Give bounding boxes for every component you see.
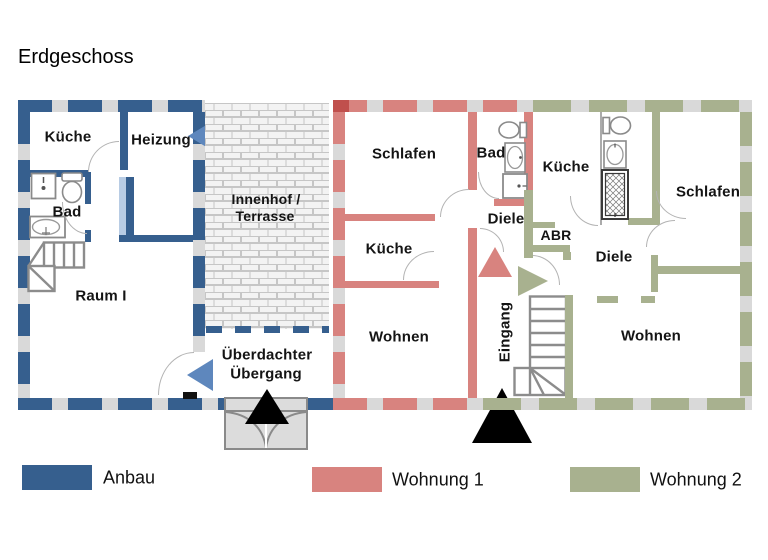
wall-segment: [333, 398, 483, 410]
bathtub-icon: [29, 215, 66, 239]
room-label-diele-w2: Diele: [595, 248, 633, 266]
wall-segment: [652, 112, 660, 218]
wall-segment: [193, 112, 205, 352]
legend-label-wohnung1: Wohnung 1: [392, 469, 484, 490]
toilet-icon: [61, 172, 83, 204]
wall-segment: [18, 100, 205, 112]
wall-segment: [120, 112, 128, 170]
passage-label-line2: Übergang: [230, 365, 302, 383]
room-label-raum1: Raum I: [75, 287, 127, 305]
wall-segment: [18, 112, 30, 410]
room-label-wohnen-w2: Wohnen: [620, 327, 682, 345]
toilet-icon: [602, 116, 632, 135]
entrance-label: Eingang: [496, 301, 514, 363]
door-arc: [570, 196, 598, 226]
wall-segment: [740, 112, 752, 398]
wall-segment: [345, 281, 439, 288]
wall-segment: [533, 100, 752, 112]
wall-segment: [597, 296, 618, 303]
wall-segment: [524, 245, 570, 252]
wall-segment: [468, 228, 477, 398]
courtyard-label-line2: Terrasse: [235, 208, 295, 224]
room-label-wohnen-w1: Wohnen: [368, 328, 430, 346]
legend-swatch-wohnung1: [312, 467, 382, 492]
entrance-marker-icon: [472, 388, 532, 443]
wall-segment: [18, 398, 226, 410]
wall-segment: [333, 112, 345, 398]
wall-segment: [303, 398, 335, 410]
shower-icon: [502, 173, 528, 199]
sink-icon: [603, 140, 627, 169]
door-arc: [88, 141, 119, 172]
stairs-icon: [27, 241, 86, 293]
room-label-bad-anbau: Bad: [52, 203, 82, 221]
legend-label-wohnung2: Wohnung 2: [650, 469, 742, 490]
entrance-marker-icon: [245, 389, 289, 424]
page-title: Erdgeschoss: [18, 46, 134, 68]
wall-segment: [468, 112, 477, 190]
stairs-icon: [513, 295, 567, 397]
room-label-abr: ABR: [540, 227, 572, 243]
wohnung1-entrance-arrow-icon: [478, 247, 512, 277]
wall-segment: [333, 100, 349, 112]
wall-segment: [565, 295, 573, 398]
shower-icon: [601, 169, 629, 220]
wall-segment: [494, 199, 531, 206]
wall-segment: [119, 235, 193, 242]
wall-segment: [641, 296, 655, 303]
wall-segment: [85, 230, 91, 242]
legend-swatch-wohnung2: [570, 467, 640, 492]
wohnung2-entrance-arrow-icon: [518, 266, 548, 296]
room-label-diele-w1: Diele: [487, 210, 525, 228]
wall-segment: [333, 100, 533, 112]
wall-segment: [652, 266, 752, 274]
passage-label-line1: Überdachter: [221, 346, 313, 364]
wall-segment: [483, 398, 752, 410]
legend-label-anbau: Anbau: [103, 467, 156, 488]
wall-segment: [628, 218, 660, 225]
room-label-kueche-anbau: Küche: [44, 128, 92, 146]
wall-segment: [563, 252, 571, 260]
wall-segment: [30, 170, 88, 177]
room-label-kueche-w2: Küche: [542, 158, 590, 176]
room-label-schlafen-w2: Schlafen: [675, 183, 741, 201]
partition-line: [600, 112, 602, 225]
room-label-kueche-w1: Küche: [365, 240, 413, 258]
wall-segment: [524, 112, 533, 190]
glazing-strip: [119, 177, 126, 235]
courtyard-label-line1: Innenhof /: [231, 191, 301, 207]
toilet-icon: [498, 121, 528, 139]
wall-segment: [524, 222, 555, 228]
door-arc: [440, 189, 469, 217]
legend-swatch-anbau: [22, 465, 92, 490]
room-label-schlafen-w1: Schlafen: [371, 145, 437, 163]
open-passage-dashed-line: [206, 326, 329, 333]
wall-segment: [345, 214, 435, 221]
sink-icon: [30, 172, 57, 200]
threshold-marker: [183, 392, 197, 399]
brick-courtyard: [205, 103, 329, 329]
door-arc: [478, 172, 499, 199]
sink-icon: [504, 142, 526, 173]
door-arrow-icon: [187, 359, 213, 391]
wall-segment: [126, 177, 134, 235]
room-label-heizung: Heizung: [131, 131, 191, 149]
room-label-bad-w1: Bad: [476, 144, 506, 162]
wall-segment: [85, 172, 91, 204]
